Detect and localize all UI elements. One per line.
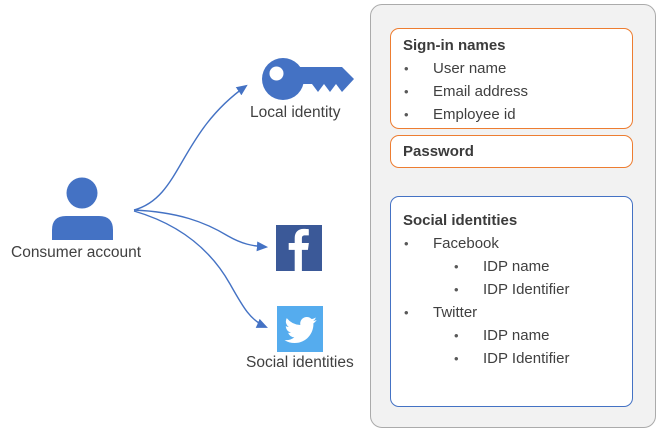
key-icon [262, 58, 354, 100]
list-item: • User name [391, 57, 632, 80]
bullet-icon: • [404, 305, 409, 320]
social-identities-title: Social identities [403, 212, 518, 229]
list-item: • IDP Identifier [391, 347, 632, 370]
bullet-icon: • [404, 236, 409, 251]
password-title: Password [403, 143, 474, 160]
provider-attribute-label: IDP Identifier [483, 281, 570, 298]
bullet-icon: • [454, 259, 459, 274]
provider-label: Twitter [433, 304, 478, 321]
password-card: Password [390, 135, 633, 168]
provider-attribute-label: IDP name [483, 258, 550, 275]
arrow-to-local-identity [133, 84, 248, 211]
local-identity-label: Local identity [250, 104, 341, 121]
signin-names-title: Sign-in names [403, 37, 506, 54]
bullet-icon: • [404, 61, 409, 76]
signin-item-label: User name [433, 60, 507, 77]
provider-label: Facebook [433, 235, 499, 252]
bullet-icon: • [454, 328, 459, 343]
bullet-icon: • [454, 351, 459, 366]
bullet-icon: • [404, 107, 409, 122]
list-item: • Twitter [391, 301, 632, 324]
list-item: • IDP name [391, 255, 632, 278]
signin-item-label: Employee id [433, 106, 516, 123]
list-item: • IDP Identifier [391, 278, 632, 301]
bullet-icon: • [454, 282, 459, 297]
signin-item-label: Email address [433, 83, 529, 100]
signin-names-card: Sign-in names • User name • Email addres… [390, 28, 633, 129]
list-item: • Email address [391, 80, 632, 103]
list-item: • IDP name [391, 324, 632, 347]
arrow-to-facebook [133, 209, 269, 252]
twitter-icon [277, 306, 323, 352]
person-icon [52, 177, 113, 240]
list-item: • Employee id [391, 103, 632, 126]
facebook-icon [276, 225, 322, 271]
list-item: • Facebook [391, 232, 632, 255]
consumer-account-label: Consumer account [11, 244, 142, 261]
social-identities-card: Social identities • Facebook • IDP name … [390, 196, 633, 407]
arrow-to-twitter [133, 210, 268, 328]
bullet-icon: • [404, 84, 409, 99]
provider-attribute-label: IDP name [483, 327, 550, 344]
social-identities-label: Social identities [246, 354, 354, 371]
provider-attribute-label: IDP Identifier [483, 350, 570, 367]
